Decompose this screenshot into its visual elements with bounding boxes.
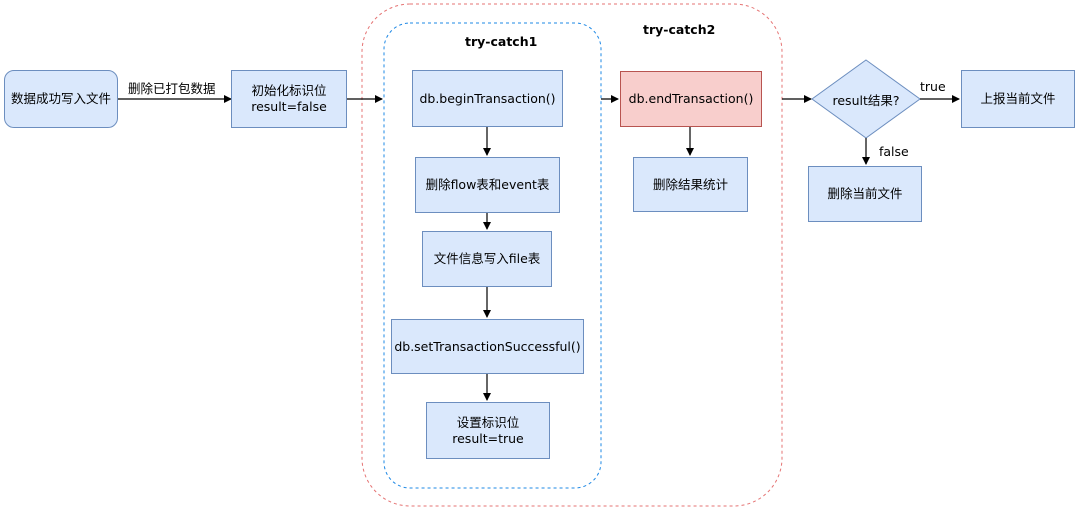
try-catch2-container: [361, 3, 783, 507]
node-report-file-label: 上报当前文件: [980, 91, 1056, 106]
node-write-success-label: 数据成功写入文件: [10, 91, 111, 106]
node-end-transaction-label: db.endTransaction(): [628, 91, 754, 106]
node-set-transaction-successful[interactable]: db.setTransactionSuccessful(): [391, 319, 584, 374]
edge-label-delete-packed: 删除已打包数据: [128, 78, 216, 97]
node-init-flag-label: 初始化标识位 result=false: [251, 83, 327, 114]
node-write-file-table[interactable]: 文件信息写入file表: [422, 231, 552, 287]
edge-label-true: true: [920, 79, 946, 94]
node-delete-stats[interactable]: 删除结果统计: [633, 157, 748, 212]
edge-label-false: false: [879, 144, 909, 159]
node-decision-label: result结果?: [832, 92, 900, 108]
node-delete-tables[interactable]: 删除flow表和event表: [415, 157, 560, 213]
node-decision[interactable]: result结果?: [812, 60, 920, 138]
node-delete-tables-label: 删除flow表和event表: [425, 177, 550, 192]
node-report-file[interactable]: 上报当前文件: [961, 70, 1075, 128]
node-set-flag[interactable]: 设置标识位 result=true: [426, 402, 550, 459]
try-catch2-title: try-catch2: [643, 22, 716, 37]
node-init-flag[interactable]: 初始化标识位 result=false: [231, 70, 347, 128]
try-catch1-title: try-catch1: [465, 34, 538, 49]
node-delete-file-label: 删除当前文件: [827, 186, 903, 201]
node-set-flag-label: 设置标识位 result=true: [452, 414, 524, 446]
node-write-success[interactable]: 数据成功写入文件: [4, 70, 118, 128]
node-begin-transaction[interactable]: db.beginTransaction(): [412, 70, 563, 127]
node-set-transaction-successful-label: db.setTransactionSuccessful(): [394, 338, 581, 354]
node-end-transaction[interactable]: db.endTransaction(): [620, 71, 762, 127]
node-begin-transaction-label: db.beginTransaction(): [419, 90, 556, 106]
node-write-file-table-label: 文件信息写入file表: [433, 251, 541, 266]
node-delete-stats-label: 删除结果统计: [652, 176, 728, 192]
node-delete-file[interactable]: 删除当前文件: [808, 166, 922, 222]
